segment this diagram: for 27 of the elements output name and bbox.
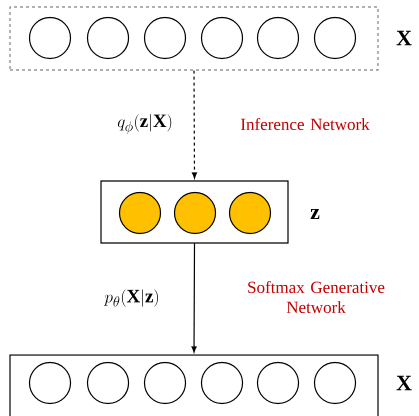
network-label: Softmax Generative Network [248, 280, 384, 314]
neuron-circle [28, 362, 72, 404]
neuron-circle [174, 192, 216, 234]
neuron-circle [28, 16, 72, 60]
arrow [191, 244, 197, 353]
neuron-circle [144, 16, 186, 60]
neuron-circle [256, 16, 300, 60]
edge-label: $p_{\theta}(\mathbf{X}|\mathbf{z})$ [103, 288, 161, 308]
neuron-circle [86, 16, 130, 60]
variable-label: $\mathbf{X}$ [396, 30, 412, 46]
neuron-circle [314, 16, 356, 60]
neuron-circle [118, 192, 162, 234]
neuron-circle [228, 192, 272, 234]
layer-box [9, 6, 379, 71]
variable-label: $\mathbf{z}$ [310, 208, 320, 220]
layer-box [100, 180, 289, 244]
neuron-circle [144, 362, 186, 404]
neuron-circle [256, 362, 300, 404]
layer-box [9, 354, 379, 416]
neuron-circle [200, 362, 244, 404]
neuron-circle [200, 16, 244, 60]
edge-label: $q_{\phi}(\mathbf{z}|\mathbf{X})$ [116, 113, 174, 135]
variable-label: $\mathbf{X}$ [396, 376, 412, 390]
neuron-circle [86, 362, 130, 404]
neuron-circle [314, 362, 356, 404]
network-label: Inference Network [240, 118, 370, 130]
arrow [192, 70, 198, 179]
